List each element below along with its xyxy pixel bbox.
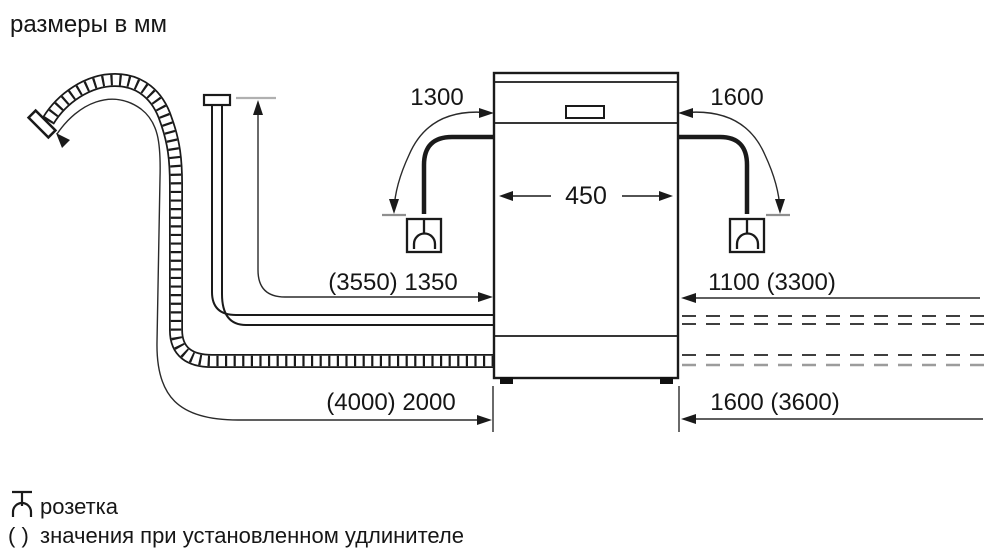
dishwasher: [492, 71, 680, 384]
dim-cable-right: [678, 108, 785, 214]
foot-left: [500, 377, 513, 384]
legend-parentheses-symbol: ( ): [8, 523, 29, 548]
arrowhead-to-hose-end: [56, 133, 70, 148]
socket-right: [728, 217, 766, 254]
foot-right: [660, 377, 673, 384]
page-title: размеры в мм: [10, 11, 167, 38]
dim-label-cable-left: 1300: [410, 84, 463, 111]
arrowhead-left: [499, 191, 513, 201]
arrowhead-right: [477, 415, 492, 425]
dim-right-lower: [681, 414, 983, 424]
dim-label-supply-hose: (3550) 1350: [328, 269, 457, 296]
hose-extensions-dashed: [682, 315, 984, 367]
socket-icon: [412, 220, 437, 249]
socket-icon: [11, 490, 33, 517]
arrowhead-right: [479, 108, 494, 118]
dim-right-upper: [681, 293, 980, 303]
dim-cable-left: [389, 108, 494, 214]
handle-display: [565, 105, 605, 119]
dim-drain-hose: [56, 98, 492, 425]
arrowhead-right: [659, 191, 673, 201]
supply-hose: [202, 93, 500, 326]
dim-appliance-width: [499, 191, 673, 201]
arrowhead-down: [775, 199, 785, 214]
arrowhead-left: [681, 414, 696, 424]
drain-hose: [26, 72, 500, 368]
arrowhead-left: [678, 108, 693, 118]
arrowhead-up: [253, 100, 263, 115]
arrowhead-down: [389, 199, 399, 214]
dim-label-right-upper: 1100 (3300): [708, 269, 836, 296]
dim-label-appliance-width: 450: [565, 182, 607, 210]
legend: розетка ( ) значения при установленном у…: [8, 490, 464, 548]
tap-connector-cap: [202, 93, 232, 107]
socket-left: [405, 217, 443, 254]
socket-icon: [735, 220, 760, 249]
dim-supply-hose: [253, 100, 493, 302]
drain-hose-end-cap: [26, 108, 58, 140]
dim-label-cable-right: 1600: [710, 84, 763, 111]
legend-socket-label: розетка: [40, 494, 119, 519]
dim-label-drain-hose: (4000) 2000: [326, 389, 455, 416]
dim-label-right-lower: 1600 (3600): [710, 389, 839, 416]
power-cable-left: [421, 134, 500, 214]
power-cable-right: [672, 134, 750, 214]
arrowhead-right: [478, 292, 493, 302]
legend-parentheses-label: значения при установленном удлинителе: [40, 523, 464, 548]
arrowhead-left: [681, 293, 696, 303]
